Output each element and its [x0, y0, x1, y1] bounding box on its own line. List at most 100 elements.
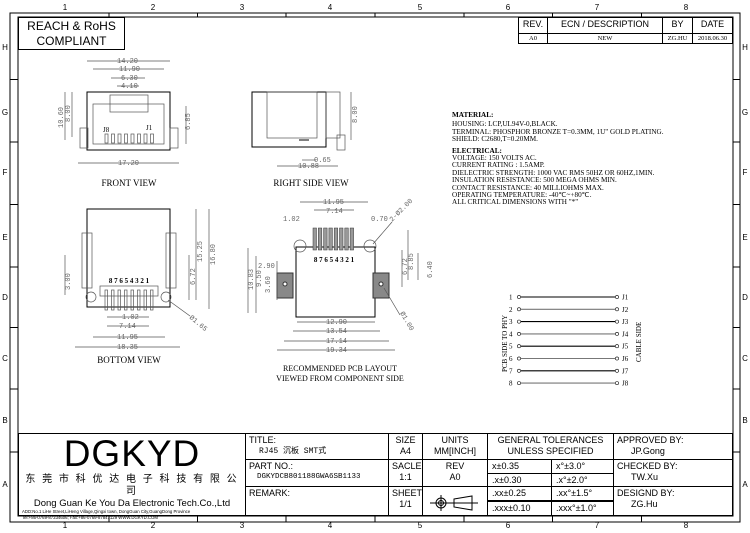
company-block: DGKYD 东 莞 市 科 优 达 电 子 科 技 有 限 公 司 Dong G… [18, 434, 246, 520]
sheet-value: 1/1 [399, 499, 412, 509]
pin-label: J1 [146, 124, 153, 132]
contact-pin [150, 133, 154, 144]
units-label: UNITS [441, 435, 469, 445]
jack-label: J4 [622, 330, 629, 338]
tolerance-value: x±0.35 [487, 459, 552, 474]
pcb-pad [312, 227, 317, 251]
dim-text: 10.83 [248, 269, 256, 290]
title-value: RJ45 沉板 SMT式 [259, 447, 327, 456]
zone-row-label: D [2, 293, 8, 302]
zone-column-label: 4 [328, 3, 333, 12]
spec-line: TERMINAL: PHOSPHOR BRONZE T=0.3MM, 1U" G… [452, 127, 664, 136]
by-value: ZG.HU [662, 33, 693, 44]
pin-numbers: 8 7 6 5 4 3 2 1 [109, 277, 150, 285]
scale-label: SACLE [392, 461, 422, 471]
tolerance-value: .xxx°±1.0° [551, 501, 614, 516]
pcb-pad [323, 227, 328, 251]
pin-numbers: 8 7 6 5 4 3 2 1 [314, 256, 355, 264]
rev-value: A0 [449, 472, 461, 482]
dim-text: 7.14 [119, 323, 136, 331]
dim-text: 11.90 [119, 66, 140, 74]
contact-pin [143, 133, 148, 144]
pin-number: 8 [509, 380, 513, 388]
contact-pin [137, 289, 141, 311]
company-name-cn: 东 莞 市 科 优 达 电 子 科 技 有 限 公 司 [25, 474, 239, 497]
zone-row-label: G [742, 108, 748, 117]
dim-text: 4.10 [121, 83, 138, 91]
compliance-box: REACH & RoHS COMPLIANT [18, 17, 125, 50]
zone-row-label: B [742, 416, 747, 425]
dim-text: 7.14 [326, 208, 343, 216]
zone-column-label: 2 [151, 3, 156, 12]
pcb-view-label: RECOMMENDED PCB LAYOUT [283, 364, 397, 373]
date-value: 2018.06.30 [692, 33, 733, 44]
designed-label: DESIGND BY: [617, 488, 675, 498]
pcb-pad [333, 227, 338, 251]
dim-text: 3.60 [265, 276, 273, 293]
dim-text: 8.85 [408, 253, 416, 270]
zone-column-label: 6 [506, 3, 511, 12]
pcb-pad [349, 227, 354, 251]
size-value: A4 [399, 446, 411, 456]
jack-label: J7 [622, 367, 629, 375]
jack-label: J3 [622, 318, 629, 326]
tolerance-value: .xx°±1.5° [551, 486, 614, 501]
date-header: DATE [692, 17, 733, 34]
compliance-line: REACH & RoHS [27, 19, 116, 33]
dim-text: 6.85 [185, 113, 193, 130]
dim-text: Ø1.00 [397, 310, 415, 333]
zone-row-label: H [742, 43, 748, 52]
tolerance-value: .x±0.30 [487, 473, 552, 487]
zone-column-label: 4 [328, 521, 333, 530]
pcb-pad [328, 227, 333, 251]
zone-row-label: F [743, 168, 748, 177]
compliance-line: COMPLIANT [36, 34, 107, 48]
zone-column-label: 7 [595, 521, 600, 530]
dim-text: 16.80 [210, 244, 218, 265]
material-spec: MATERIAL: HOUSING: LCP,UL94V-0,BLACK. TE… [452, 111, 664, 207]
pin-number: 2 [509, 306, 513, 314]
contact-pin [104, 133, 109, 144]
right-side-view: 8.00 0.65 10.88 RIGHT SIDE VIEW [251, 91, 360, 188]
dim-text: 14.20 [117, 58, 138, 66]
cable-side-label: CABLE SIDE [635, 322, 643, 362]
contact-pin [104, 289, 108, 311]
dim-text: 1.02 [122, 314, 139, 322]
pin-number: 1 [509, 294, 513, 302]
dim-text: 11.95 [323, 199, 344, 207]
dim-text: 10.88 [298, 163, 319, 171]
zone-row-label: D [742, 293, 748, 302]
jack-label: J5 [622, 343, 629, 351]
zone-column-label: 1 [63, 3, 68, 12]
part-no-value: DGKYDCB801188GWA6SB1133 [257, 473, 361, 481]
dim-text: 2.90 [258, 263, 275, 271]
zone-column-label: 8 [684, 3, 689, 12]
pin-label: J8 [103, 126, 110, 134]
spec-line: ALL CRITICAL DIMENSIONS WITH "*" [452, 198, 579, 207]
dim-text: 8.00 [65, 105, 73, 122]
zone-row-label: A [742, 480, 748, 489]
company-address: ADD:No.1 LiHe Street,LiHeng Village,Qing… [22, 509, 191, 514]
contact-pin [117, 289, 121, 311]
dim-text: 17.20 [118, 160, 139, 168]
by-header: BY [662, 17, 693, 34]
size-label: SIZE [395, 435, 416, 445]
approved-value: JP.Gong [631, 446, 665, 456]
zone-column-label: 2 [151, 521, 156, 530]
rev-label: REV [445, 461, 465, 471]
zone-column-label: 3 [240, 521, 245, 530]
zone-column-label: 6 [506, 521, 511, 530]
zone-row-label: H [2, 43, 8, 52]
zone-row-label: F [3, 168, 8, 177]
contact-pin [150, 289, 154, 311]
tolerance-value: .x°±2.0° [551, 473, 614, 487]
pcb-pad [318, 227, 323, 251]
sheet-label: SHEET [392, 488, 423, 498]
contact-pin [130, 289, 134, 311]
zone-column-label: 7 [595, 3, 600, 12]
material-title: MATERIAL: [452, 111, 494, 119]
dim-text: 3.00 [65, 273, 73, 290]
checked-label: CHECKED BY: [617, 461, 678, 471]
